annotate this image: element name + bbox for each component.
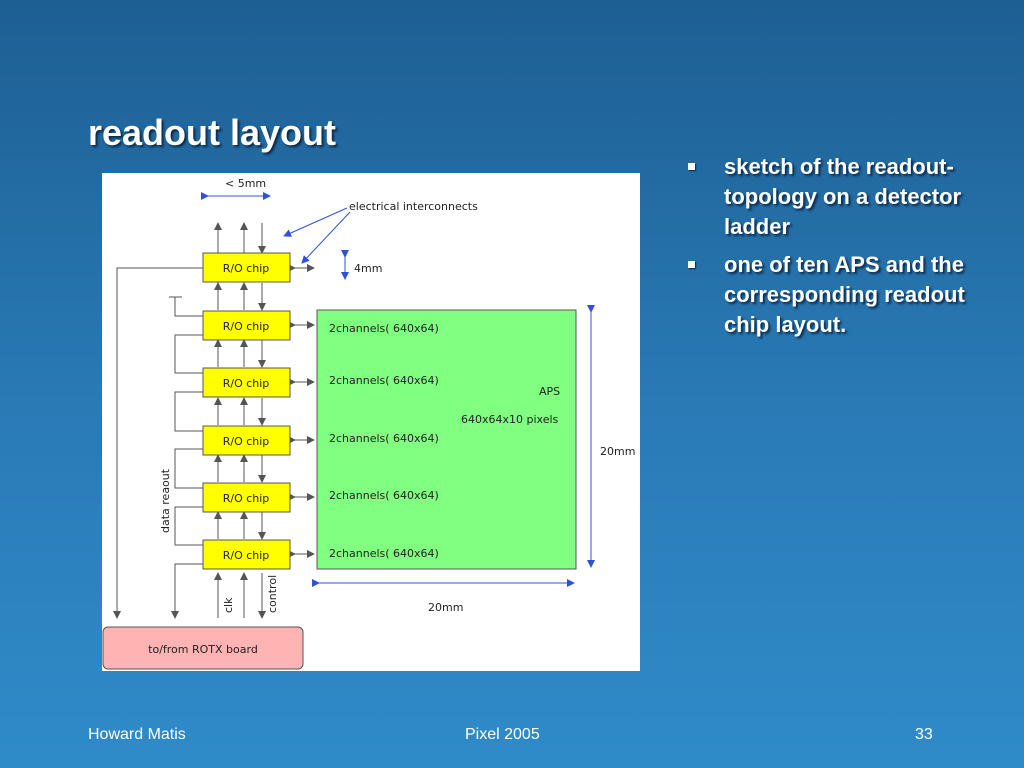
chain-link [174, 448, 203, 489]
ro-chip: R/O chip [202, 539, 291, 570]
board-link-line [113, 267, 203, 619]
ro-chip-label: R/O chip [223, 492, 270, 505]
bullet-list: sketch of the readout-topology on a dete… [686, 152, 976, 348]
ro-chip: R/O chip [202, 482, 291, 513]
slide-title: readout layout [88, 112, 337, 153]
bullet-item: one of ten APS and the corresponding rea… [686, 250, 976, 340]
width-label: < 5mm [225, 177, 266, 190]
chain-link [174, 391, 203, 432]
interconnects-arrow [301, 211, 351, 264]
rotx-board: to/from ROTX board [102, 626, 304, 670]
ro-chip: R/O chip [202, 310, 291, 341]
channel-label: 2channels( 640x64) [329, 432, 439, 445]
channel-label: 2channels( 640x64) [329, 547, 439, 560]
chip-interconnect-arrows [214, 282, 266, 540]
channel-label: 2channels( 640x64) [329, 489, 439, 502]
ro-chip-label: R/O chip [223, 262, 270, 275]
aps-height-label: 20mm [600, 445, 635, 458]
ro-chip: R/O chip [202, 367, 291, 398]
square-bullet-icon [688, 261, 695, 268]
ro-chip: R/O chip [202, 252, 291, 283]
aps-sensor: 2channels( 640x64) 2channels( 640x64) 2c… [316, 309, 577, 570]
footer-page-number: 33 [915, 726, 933, 743]
chain-link [174, 506, 203, 546]
aps-pixels-label: 640x64x10 pixels [461, 413, 559, 426]
footer-author: Howard Matis [88, 726, 186, 743]
chip-height-label: 4mm [354, 262, 382, 275]
interconnects-arrow [283, 207, 348, 237]
ro-chip-label: R/O chip [223, 549, 270, 562]
readout-diagram-svg: < 5mm electrical interconnects 4mm data … [102, 177, 635, 670]
chain-link [174, 297, 203, 317]
control-label: control [266, 575, 279, 613]
square-bullet-icon [688, 163, 695, 170]
footer-event: Pixel 2005 [465, 726, 540, 743]
interconnects-label: electrical interconnects [349, 200, 478, 213]
chain-link [171, 563, 203, 619]
chip-aps-links [288, 321, 315, 558]
ro-chip: R/O chip [202, 425, 291, 456]
channel-label: 2channels( 640x64) [329, 322, 439, 335]
clk-label: clk [222, 597, 235, 613]
bullet-text: one of ten APS and the corresponding rea… [724, 252, 965, 337]
chain-link [174, 334, 203, 374]
bullet-text: sketch of the readout-topology on a dete… [724, 154, 962, 239]
channel-label: 2channels( 640x64) [329, 374, 439, 387]
ro-chip-label: R/O chip [223, 320, 270, 333]
ro-chip-label: R/O chip [223, 435, 270, 448]
aps-label: APS [539, 385, 560, 398]
board-label: to/from ROTX board [148, 643, 258, 656]
aps-width-label: 20mm [428, 601, 463, 614]
bullet-item: sketch of the readout-topology on a dete… [686, 152, 976, 242]
readout-diagram: < 5mm electrical interconnects 4mm data … [102, 173, 640, 671]
data-readout-label: data reaout [159, 468, 172, 533]
ro-chip-label: R/O chip [223, 377, 270, 390]
